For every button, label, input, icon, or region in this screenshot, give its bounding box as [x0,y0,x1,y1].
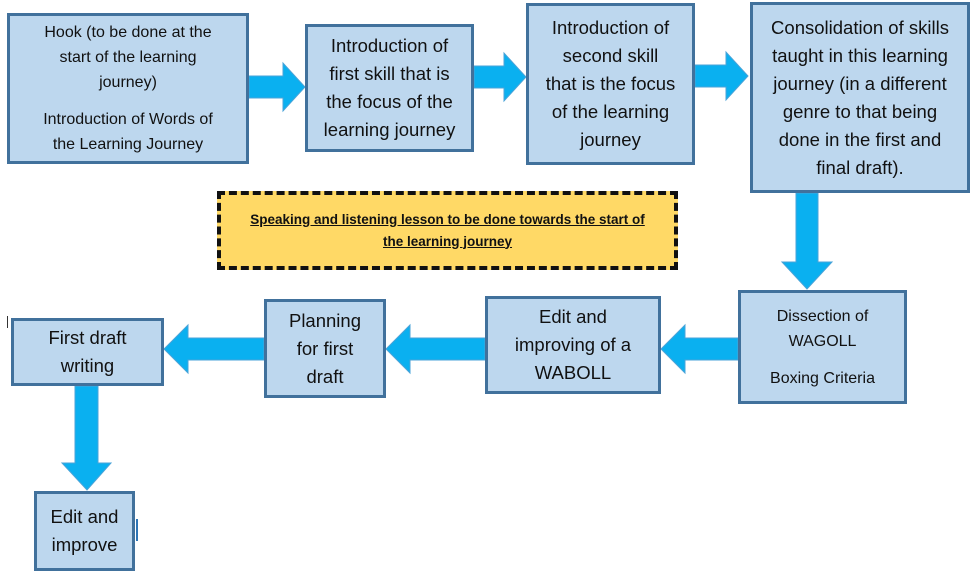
edit-improve-line-1: Edit and [50,506,119,527]
consolidation-line-4: genre to that being [782,100,938,122]
first-draft-line-2: writing [60,355,115,376]
dissection-line-2: WAGOLL [788,332,857,350]
edit-waboll-line-1: Edit and [539,306,607,327]
second-skill-line-3: that is the focus [545,73,676,94]
arrow-down-1 [780,192,834,290]
arrow-left-1 [660,323,739,375]
consolidation-box: Consolidation of skills taught in this l… [750,2,970,193]
edit-improve-line-2: improve [51,534,118,555]
dissection-line-3: Boxing Criteria [770,369,875,387]
text-cursor [7,316,8,328]
hook-line-1: Hook (to be done at the [44,24,212,41]
arrow-right-3 [694,50,749,102]
second-skill-line-2: second skill [562,45,659,66]
planning-line-3: draft [306,365,344,387]
planning-line-1: Planning [288,309,361,331]
hook-line-2: start of the learning [59,49,197,66]
first-skill-line-4: learning journey [323,119,456,140]
arrow-right-1 [248,61,306,113]
second-skill-line-5: journey [580,129,641,150]
hook-line-5: the Learning Journey [52,136,204,153]
arrow-down-2 [60,385,113,491]
hook-line-3: journey) [99,74,157,91]
first-draft-box: First draft writing [11,318,164,386]
second-skill-line-1: Introduction of [551,17,670,38]
consolidation-line-5: done in the first and [778,128,942,150]
consolidation-line-3: journey (in a different [773,72,947,94]
first-skill-line-1: Introduction of [330,35,449,56]
arrow-right-2 [473,51,527,103]
edit-waboll-line-2: improving of a [514,334,632,355]
dissection-line-1: Dissection of [776,307,869,325]
consolidation-line-2: taught in this learning [772,44,948,66]
consolidation-line-1: Consolidation of skills [771,16,949,38]
dissection-box: Dissection of WAGOLL Boxing Criteria [738,290,907,404]
arrow-left-2 [385,323,486,375]
speaking-listening-note: Speaking and listening lesson to be done… [217,191,678,270]
second-skill-box: Introduction of second skill that is the… [526,3,695,165]
first-skill-line-3: the focus of the [326,91,453,112]
consolidation-line-6: final draft). [816,156,904,178]
note-line-1: Speaking and listening lesson to be done… [250,211,645,227]
hook-line-4: Introduction of Words of [43,111,213,128]
first-skill-box: Introduction of first skill that is the … [305,24,474,152]
hook-box: Hook (to be done at the start of the lea… [7,13,249,164]
first-draft-line-1: First draft [48,327,127,348]
selection-handle [136,519,138,541]
planning-box: Planning for first draft [264,299,386,398]
second-skill-line-4: of the learning [551,101,670,122]
arrow-left-3 [163,323,265,375]
edit-waboll-box: Edit and improving of a WABOLL [485,296,661,394]
note-line-2: the learning journey [382,233,513,249]
edit-improve-box: Edit and improve [34,491,135,571]
planning-line-2: for first [296,337,354,359]
first-skill-line-2: first skill that is [329,63,450,84]
edit-waboll-line-3: WABOLL [534,362,612,383]
